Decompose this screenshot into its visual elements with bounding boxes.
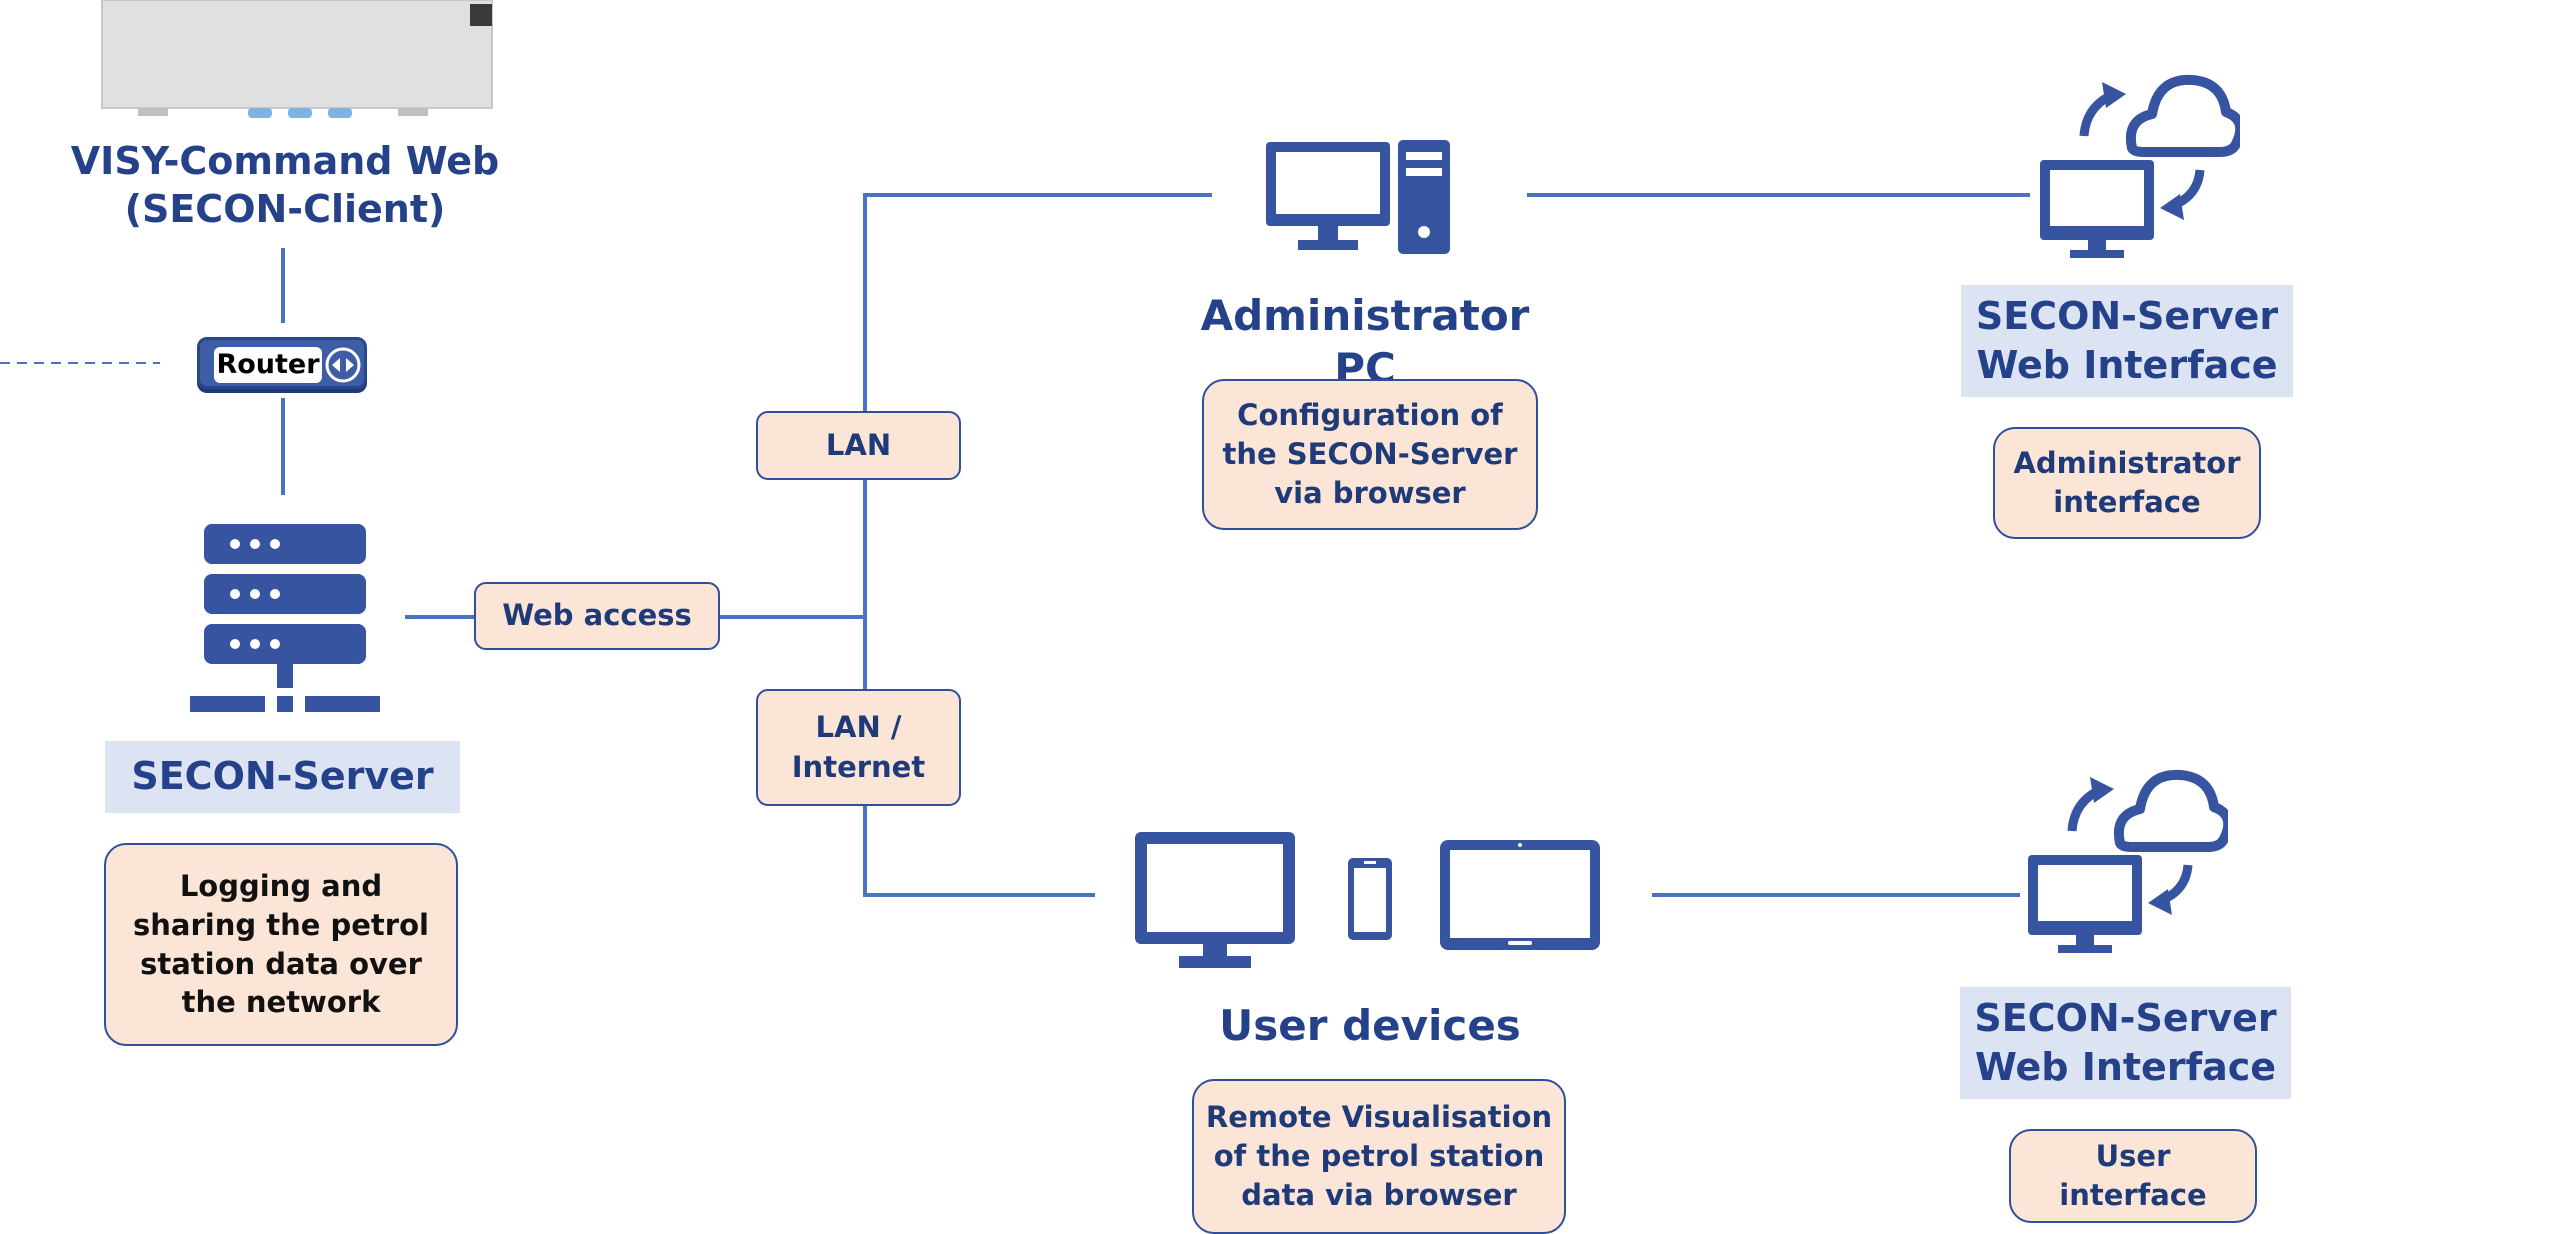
client-title: VISY-Command Web (SECON-Client) [70, 139, 500, 231]
lan-internet-label: LAN / Internet [756, 689, 961, 806]
user-devices-title: User devices [1219, 1001, 1521, 1050]
user-devices-description: Remote Visualisation of the petrol stati… [1192, 1079, 1566, 1234]
admin-pc-description: Configuration of the SECON-Server via br… [1202, 379, 1538, 530]
web-interface-admin-description: Administrator interface [1993, 427, 2261, 539]
desktop-tower-icon [1266, 140, 1450, 254]
smartphone-icon [1348, 858, 1392, 940]
cloud-sync-icon [2028, 769, 2228, 953]
server-title: SECON-Server [105, 741, 460, 813]
router-arrows-icon [325, 347, 361, 383]
visy-command-device-icon [101, 0, 493, 118]
server-description: Logging and sharing the petrol station d… [104, 843, 458, 1046]
monitor-icon [1135, 832, 1295, 968]
router-icon: Router [197, 337, 367, 389]
web-interface-user-description: User interface [2009, 1129, 2257, 1223]
router-label: Router [214, 347, 322, 383]
tablet-icon [1440, 840, 1600, 950]
lan-label: LAN [756, 411, 961, 480]
cloud-sync-icon [2040, 74, 2240, 258]
server-icon [190, 524, 380, 712]
web-interface-admin-title: SECON-Server Web Interface [1961, 285, 2293, 397]
web-interface-user-title: SECON-Server Web Interface [1960, 987, 2291, 1099]
web-access-label: Web access [474, 582, 720, 650]
